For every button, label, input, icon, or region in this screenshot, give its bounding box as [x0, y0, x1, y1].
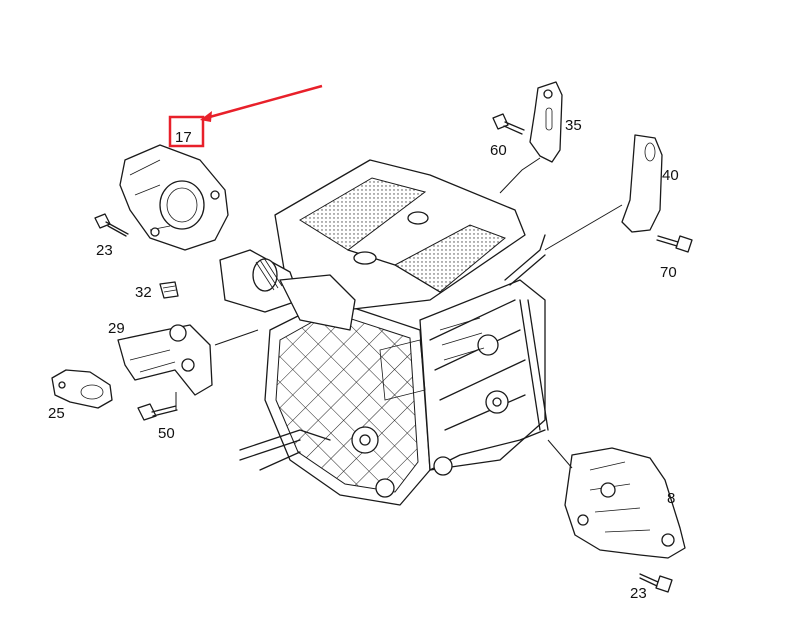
callout-8: 8: [667, 490, 675, 507]
callout-70: 70: [660, 264, 677, 281]
callout-23-lower: 23: [630, 585, 647, 602]
part-40-bracket: [621, 134, 663, 233]
part-32-clip: [159, 281, 179, 299]
leader-lines: [175, 157, 623, 469]
callout-50: 50: [158, 425, 175, 442]
engine-assembly: [219, 159, 549, 506]
bolt-50: [137, 403, 178, 421]
bolt-70: [656, 235, 693, 253]
callout-23-upper: 23: [96, 242, 113, 259]
part-35-bracket: [529, 81, 563, 163]
callout-25: 25: [48, 405, 65, 422]
bolt-23-upper: [94, 213, 129, 237]
callout-35: 35: [565, 117, 582, 134]
callout-labels: 17 23 32 29 25 50 60 35 40 70 8 23: [48, 117, 679, 602]
callout-40: 40: [662, 167, 679, 184]
part-25-bracket: [51, 369, 113, 409]
callout-32: 32: [135, 284, 152, 301]
highlight-box-17: [168, 115, 205, 148]
callout-29: 29: [108, 320, 125, 337]
callout-17: 17: [175, 129, 192, 146]
callout-60: 60: [490, 142, 507, 159]
red-arrow-line: [205, 84, 323, 120]
bolt-60: [492, 113, 525, 135]
part-8-mount: [564, 447, 686, 559]
bolt-23-lower: [639, 573, 673, 593]
part-17-housing: [119, 144, 229, 251]
highlight-annotation: [168, 84, 323, 148]
part-29-bracket: [117, 324, 213, 396]
